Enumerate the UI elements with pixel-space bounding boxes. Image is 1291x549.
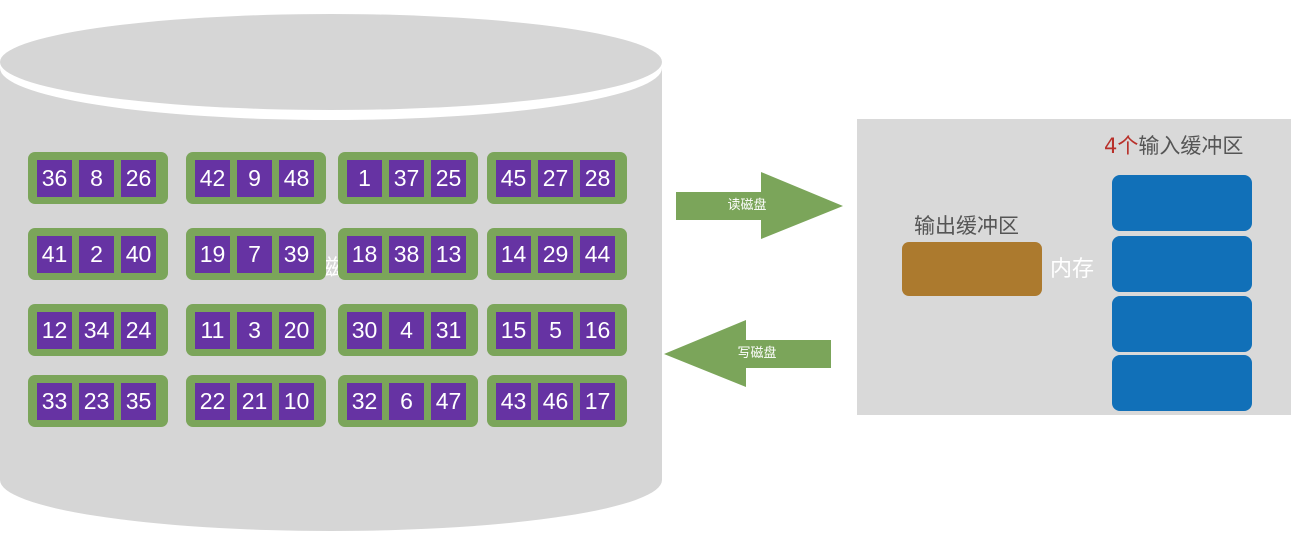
input-buffer <box>1112 236 1252 292</box>
disk-body <box>0 68 662 531</box>
run-value: 3 <box>237 311 272 349</box>
write-disk-label: 写磁盘 <box>737 346 777 361</box>
run-value: 15 <box>496 311 531 349</box>
run-value: 18 <box>347 235 382 273</box>
run-value: 19 <box>195 235 230 273</box>
run-value: 28 <box>580 159 615 197</box>
run-value: 42 <box>195 159 230 197</box>
run-value: 43 <box>496 382 531 420</box>
run-value: 34 <box>79 311 114 349</box>
read-disk-label: 读磁盘 <box>727 198 767 213</box>
run-value: 46 <box>538 382 573 420</box>
run-value: 23 <box>79 382 114 420</box>
output-buffer <box>902 242 1042 296</box>
run-value: 20 <box>279 311 314 349</box>
run-value: 2 <box>79 235 114 273</box>
read-disk-arrow <box>676 172 843 239</box>
run-value: 38 <box>389 235 424 273</box>
input-buffers-title: 4个输入缓冲区 <box>1104 132 1243 160</box>
run-value: 11 <box>195 311 230 349</box>
run-value: 6 <box>389 382 424 420</box>
run-value: 22 <box>195 382 230 420</box>
run-value: 40 <box>121 235 156 273</box>
run-value: 27 <box>538 159 573 197</box>
write-disk-arrow <box>664 320 831 387</box>
run-value: 47 <box>431 382 466 420</box>
input-buffer <box>1112 355 1252 411</box>
run-value: 35 <box>121 382 156 420</box>
output-buffer-title: 输出缓冲区 <box>914 214 1019 238</box>
run-value: 29 <box>538 235 573 273</box>
run-value: 39 <box>279 235 314 273</box>
run-value: 10 <box>279 382 314 420</box>
run-value: 41 <box>37 235 72 273</box>
run-value: 31 <box>431 311 466 349</box>
run-value: 7 <box>237 235 272 273</box>
run-value: 1 <box>347 159 382 197</box>
run-value: 44 <box>580 235 615 273</box>
input-buffer <box>1112 175 1252 231</box>
run-value: 30 <box>347 311 382 349</box>
run-value: 9 <box>237 159 272 197</box>
run-value: 24 <box>121 311 156 349</box>
run-value: 14 <box>496 235 531 273</box>
run-value: 33 <box>37 382 72 420</box>
run-value: 45 <box>496 159 531 197</box>
run-value: 48 <box>279 159 314 197</box>
disk-top <box>0 14 662 110</box>
input-buffer-title-text: 输入缓冲区 <box>1138 134 1244 158</box>
run-value: 8 <box>79 159 114 197</box>
run-value: 37 <box>389 159 424 197</box>
run-value: 13 <box>431 235 466 273</box>
run-value: 32 <box>347 382 382 420</box>
run-value: 4 <box>389 311 424 349</box>
run-value: 12 <box>37 311 72 349</box>
run-value: 5 <box>538 311 573 349</box>
run-value: 17 <box>580 382 615 420</box>
run-value: 36 <box>37 159 72 197</box>
run-value: 21 <box>237 382 272 420</box>
run-value: 25 <box>431 159 466 197</box>
input-buffer-count: 4个 <box>1104 134 1139 158</box>
run-value: 26 <box>121 159 156 197</box>
memory-label: 内存 <box>1050 257 1095 282</box>
input-buffer <box>1112 296 1252 352</box>
run-value: 16 <box>580 311 615 349</box>
